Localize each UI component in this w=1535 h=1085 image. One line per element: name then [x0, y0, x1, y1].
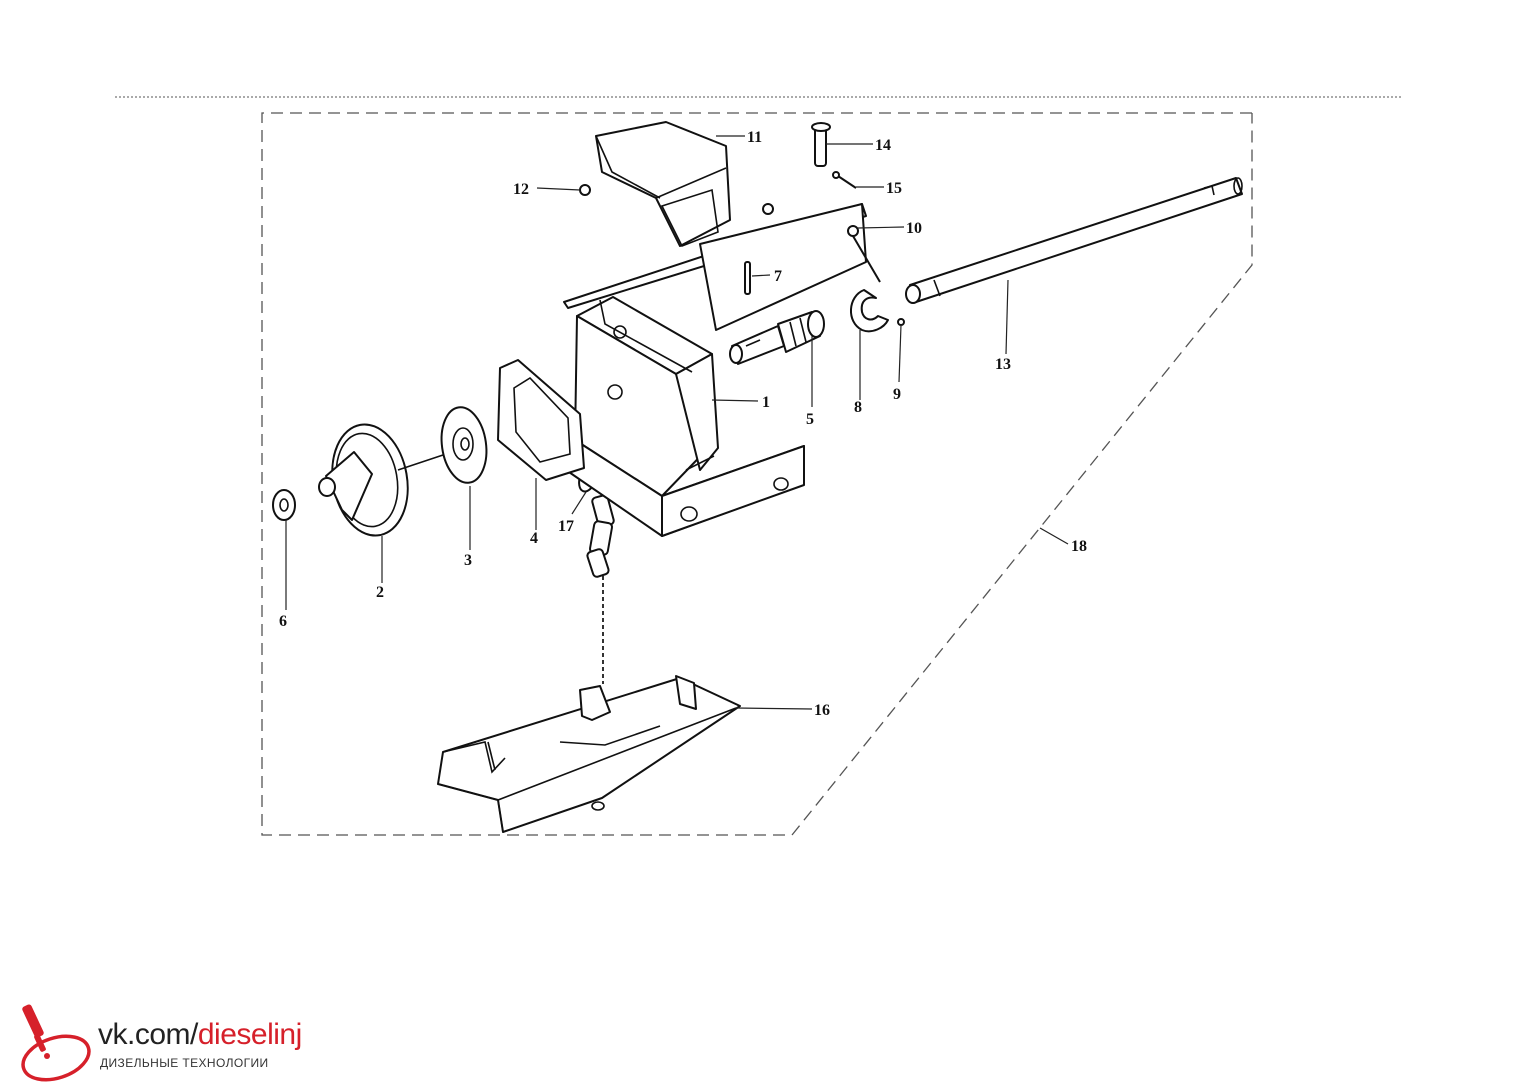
- part-6-washer: [272, 489, 296, 521]
- callout-labels: 1 2 3 4 5 6 7 8 9 10 11 12 13 14 15 16 1…: [279, 129, 1087, 719]
- callout-9: 9: [893, 386, 901, 403]
- callout-1: 1: [762, 394, 770, 411]
- part-9-small-pin: [897, 318, 905, 326]
- part-3-sprocket: [440, 406, 488, 484]
- part-1-support-housing: [565, 296, 805, 537]
- callout-2: 2: [376, 584, 384, 601]
- callout-14: 14: [875, 137, 891, 154]
- part-5-coupling: [729, 310, 825, 365]
- callout-13: 13: [995, 356, 1011, 373]
- callout-3: 3: [464, 552, 472, 569]
- part-2-drum: [318, 423, 447, 537]
- callout-8: 8: [854, 399, 862, 416]
- part-14-clevis-pin: [811, 122, 831, 167]
- part-13-long-shaft: [905, 177, 1243, 304]
- guard-nut: [762, 203, 774, 215]
- watermark-url: vk.com/dieselinj: [98, 1018, 302, 1051]
- leader-lines: [285, 135, 1069, 710]
- part-4-flange-plate: [497, 359, 585, 481]
- callout-4: 4: [530, 530, 538, 547]
- part-8-fork-yoke: [850, 289, 889, 333]
- callout-11: 11: [747, 129, 762, 146]
- part-12-nut: [579, 184, 591, 196]
- callout-7: 7: [774, 268, 782, 285]
- callout-16: 16: [814, 702, 830, 719]
- callout-5: 5: [806, 411, 814, 428]
- callout-10: 10: [906, 220, 922, 237]
- part-11-top-guard: [595, 121, 731, 248]
- callout-12: 12: [513, 181, 529, 198]
- injector-logo-icon: [21, 1004, 91, 1082]
- part-15-cotter-pin: [832, 171, 857, 189]
- part-10-bolt: [847, 225, 881, 283]
- callout-15: 15: [886, 180, 902, 197]
- callout-6: 6: [279, 613, 287, 630]
- callout-18: 18: [1071, 538, 1087, 555]
- back-plate: [699, 203, 867, 331]
- watermark-logo: vk.com/dieselinj ДИЗЕЛЬНЫЕ ТЕХНОЛОГИИ: [14, 1000, 314, 1082]
- watermark-tagline: ДИЗЕЛЬНЫЕ ТЕХНОЛОГИИ: [100, 1056, 269, 1070]
- callout-17: 17: [558, 518, 574, 535]
- assembly-boundary: [261, 112, 1253, 836]
- part-16-base-bracket: [437, 675, 741, 833]
- part-7-pin: [744, 261, 751, 295]
